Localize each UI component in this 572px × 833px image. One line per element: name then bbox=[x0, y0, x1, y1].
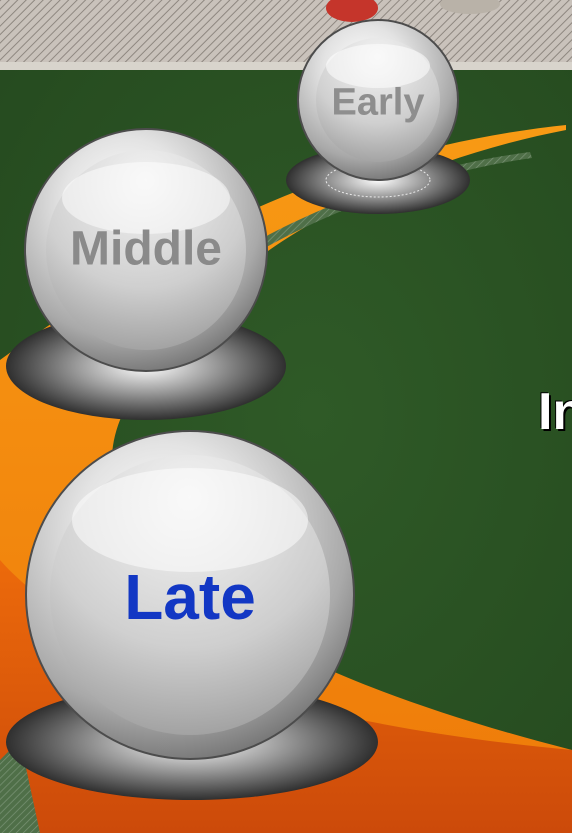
early-label: Early bbox=[332, 82, 425, 125]
cut-off-heading: In bbox=[538, 382, 572, 442]
middle-label: Middle bbox=[70, 222, 222, 277]
late-label: Late bbox=[124, 560, 256, 634]
